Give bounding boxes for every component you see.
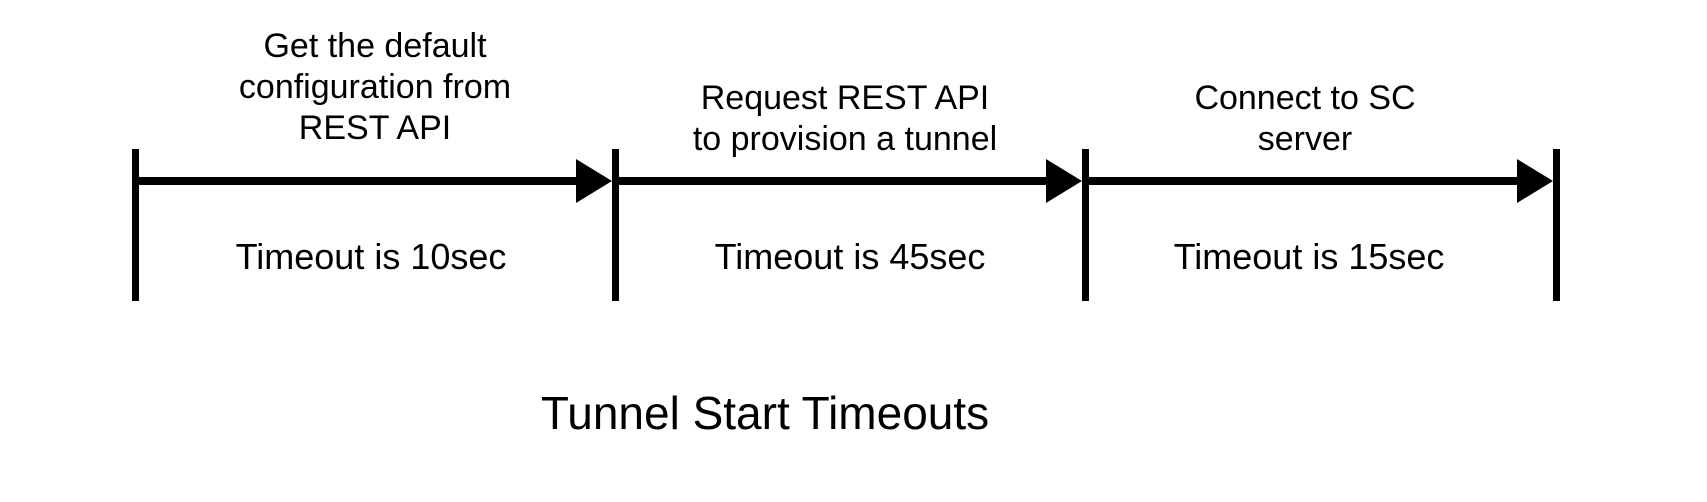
timeline-tick-2 [612, 149, 619, 301]
arrowhead-right-icon [1517, 159, 1553, 203]
stage-1-arrow [139, 177, 579, 185]
timeline-tick-end [1553, 149, 1560, 301]
stage-1-timeout: Timeout is 10sec [235, 236, 507, 277]
stage-2-timeout: Timeout is 45sec [714, 236, 986, 277]
timeline-tick-3 [1082, 149, 1089, 301]
stage-2-label: Request REST API to provision a tunnel [692, 79, 998, 158]
stage-2-arrow [619, 177, 1049, 185]
timeline-tick-start [132, 149, 139, 301]
arrowhead-right-icon [576, 159, 612, 203]
stage-3-label: Connect to SC server [1194, 79, 1416, 158]
stage-3-timeout: Timeout is 15sec [1173, 236, 1445, 277]
diagram-title: Tunnel Start Timeouts [540, 387, 990, 439]
arrowhead-right-icon [1046, 159, 1082, 203]
stage-1-label: Get the default configuration from REST … [238, 27, 512, 147]
stage-3-arrow [1089, 177, 1520, 185]
